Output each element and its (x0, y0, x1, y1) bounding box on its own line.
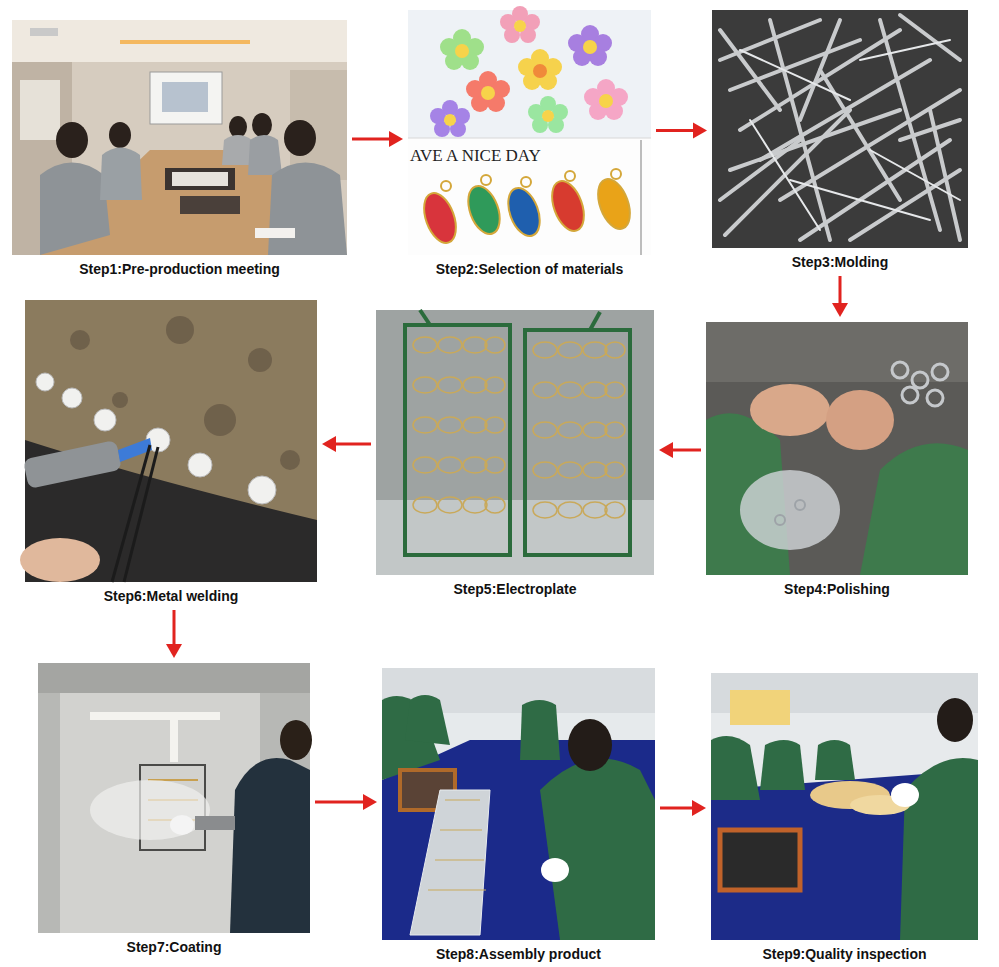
arrow-head (659, 442, 673, 458)
arrow-head (322, 436, 336, 452)
step-caption: Step3:Molding (712, 248, 968, 271)
step-panel: Step2:Selection of materials (408, 10, 651, 278)
arrow-shaft (315, 801, 365, 804)
arrow-head (693, 123, 707, 139)
polishing-photo (706, 322, 968, 575)
meeting-photo (12, 20, 347, 255)
photo-frame (382, 668, 655, 940)
step-caption: Step5:Electroplate (376, 575, 654, 598)
inspection-photo (711, 673, 978, 940)
photo-frame (376, 310, 654, 575)
step-caption: Step9:Quality inspection (711, 940, 978, 963)
step-panel: Step6:Metal welding (25, 300, 317, 605)
flow-arrow (832, 276, 848, 317)
step-panel: Step1:Pre-production meeting (12, 20, 347, 278)
arrow-head (363, 794, 377, 810)
photo-frame (712, 10, 968, 248)
arrow-shaft (173, 610, 176, 646)
flow-arrow (166, 610, 182, 658)
arrow-shaft (671, 449, 701, 452)
step-panel: Step4:Polishing (706, 322, 968, 598)
molding-photo (712, 10, 968, 248)
photo-frame (408, 10, 651, 255)
step-panel: Step5:Electroplate (376, 310, 654, 598)
step-panel: Step9:Quality inspection (711, 673, 978, 963)
step-caption: Step4:Polishing (706, 575, 968, 598)
electroplate-photo (376, 310, 654, 575)
step-panel: Step7:Coating (38, 663, 310, 956)
materials-photo (408, 6, 651, 255)
flow-arrow (352, 131, 403, 147)
photo-frame (711, 673, 978, 940)
arrow-shaft (656, 129, 695, 132)
flow-arrow (656, 123, 707, 139)
flow-arrow (315, 794, 377, 810)
photo-frame (38, 663, 310, 933)
welding-photo (20, 300, 317, 582)
arrow-head (166, 644, 182, 658)
photo-frame (25, 300, 317, 582)
step-panel: Step3:Molding (712, 10, 968, 271)
step-caption: Step7:Coating (38, 933, 310, 956)
flow-arrow (660, 800, 706, 816)
arrow-shaft (352, 138, 391, 141)
step-caption: Step1:Pre-production meeting (12, 255, 347, 278)
photo-text: AVE A NICE DAY (410, 146, 541, 166)
flow-arrow (322, 436, 371, 452)
arrow-shaft (334, 443, 371, 446)
arrow-head (692, 800, 706, 816)
arrow-head (389, 131, 403, 147)
arrow-head (832, 303, 848, 317)
photo-frame (12, 20, 347, 255)
arrow-shaft (839, 276, 842, 305)
step-caption: Step8:Assembly product (382, 940, 655, 963)
flow-arrow (659, 442, 701, 458)
assembly-photo (382, 668, 655, 940)
arrow-shaft (660, 807, 694, 810)
photo-frame (706, 322, 968, 575)
step-caption: Step6:Metal welding (25, 582, 317, 605)
step-caption: Step2:Selection of materials (408, 255, 651, 278)
coating-photo (38, 663, 312, 933)
step-panel: Step8:Assembly product (382, 668, 655, 963)
